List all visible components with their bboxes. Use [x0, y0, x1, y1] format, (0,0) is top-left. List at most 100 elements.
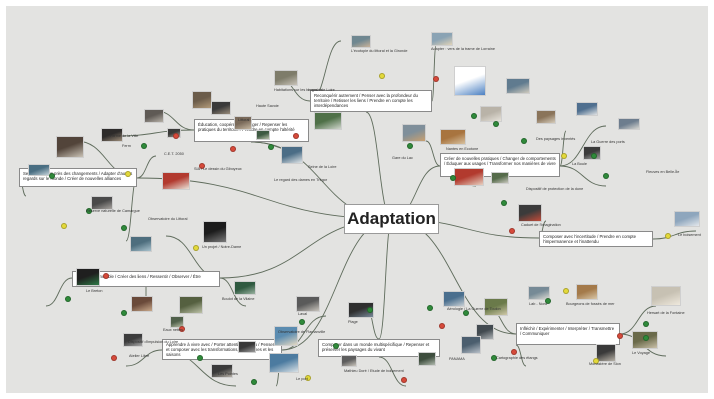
image-thumbnail[interactable]: [144, 109, 164, 123]
image-thumbnail[interactable]: [162, 172, 190, 190]
image-thumbnail[interactable]: [76, 268, 100, 286]
image-thumbnail[interactable]: [454, 168, 484, 186]
image-caption: Des paysages inventés: [536, 137, 576, 141]
status-dot: [333, 343, 339, 349]
image-caption: Plage: [348, 320, 358, 324]
image-thumbnail[interactable]: [348, 302, 374, 318]
image-caption: Lorraine: [308, 88, 322, 92]
image-thumbnail[interactable]: [274, 326, 298, 346]
image-caption: Monastère de Sion: [589, 362, 621, 366]
image-caption: Lab - Nord: [529, 302, 547, 306]
image-thumbnail[interactable]: [131, 296, 153, 312]
image-thumbnail[interactable]: [596, 344, 616, 362]
image-caption: Réserve naturelle de Camargue: [86, 209, 140, 213]
status-dot: [603, 173, 609, 179]
image-thumbnail[interactable]: [576, 102, 598, 116]
status-dot: [197, 355, 203, 361]
status-dot: [545, 298, 551, 304]
image-thumbnail[interactable]: [211, 364, 233, 378]
image-thumbnail[interactable]: [440, 129, 466, 145]
image-caption: Dispositif de protection de la dune: [526, 187, 584, 191]
image-thumbnail[interactable]: [28, 164, 50, 176]
image-thumbnail[interactable]: [536, 110, 556, 124]
status-dot: [643, 335, 649, 341]
status-dot: [251, 379, 257, 385]
image-caption: Bourgeons de fossés de mer: [566, 302, 615, 306]
topic-node[interactable]: Apprendre à vivre avec / Porter attentio…: [162, 339, 282, 360]
image-thumbnail[interactable]: [431, 32, 453, 46]
image-thumbnail[interactable]: [454, 66, 486, 96]
image-thumbnail[interactable]: [296, 296, 320, 312]
status-dot: [305, 375, 311, 381]
image-thumbnail[interactable]: [518, 204, 542, 222]
image-thumbnail[interactable]: [314, 112, 342, 130]
image-thumbnail[interactable]: [674, 211, 700, 227]
status-dot: [521, 138, 527, 144]
connector-line: [431, 45, 437, 102]
status-dot: [401, 377, 407, 383]
image-thumbnail[interactable]: [256, 130, 270, 140]
image-caption: Habitations sur les berges / de Loire: [274, 88, 335, 92]
image-thumbnail[interactable]: [528, 286, 550, 300]
image-thumbnail[interactable]: [238, 341, 256, 353]
image-thumbnail[interactable]: [170, 316, 184, 328]
image-thumbnail[interactable]: [203, 221, 227, 243]
image-thumbnail[interactable]: [101, 128, 123, 142]
status-dot: [463, 310, 469, 316]
image-thumbnail[interactable]: [281, 146, 303, 164]
image-thumbnail[interactable]: [618, 118, 640, 130]
status-dot: [491, 355, 497, 361]
topic-node[interactable]: Composer avec l'incertitude / Prendre en…: [539, 231, 653, 247]
image-thumbnail[interactable]: [123, 333, 143, 347]
image-thumbnail[interactable]: [91, 196, 113, 210]
status-dot: [61, 223, 67, 229]
image-caption: Atelier Libre: [129, 354, 150, 358]
image-thumbnail[interactable]: [130, 236, 152, 252]
connector-line: [515, 344, 527, 367]
image-thumbnail[interactable]: [506, 78, 530, 94]
image-caption: Nantes en Ecotone: [446, 147, 479, 151]
status-dot: [199, 163, 205, 169]
status-dot: [125, 171, 131, 177]
status-dot: [561, 153, 567, 159]
image-thumbnail[interactable]: [351, 35, 371, 48]
topic-node[interactable]: Reconquérir autrement / Penser avec la p…: [310, 90, 432, 112]
image-thumbnail[interactable]: [56, 136, 84, 158]
image-thumbnail[interactable]: [274, 70, 298, 86]
connector-line: [559, 165, 607, 187]
connector-line: [125, 349, 163, 367]
image-thumbnail[interactable]: [192, 91, 212, 109]
image-caption: Le Voyage: [632, 351, 650, 355]
image-caption: Observatoire du Littoral: [148, 217, 188, 221]
image-thumbnail[interactable]: [179, 296, 203, 314]
image-caption: La Guerre des ports: [591, 140, 625, 144]
image-thumbnail[interactable]: [211, 101, 231, 115]
connector-line: [559, 130, 567, 167]
image-thumbnail[interactable]: [480, 106, 502, 122]
image-thumbnail[interactable]: [651, 286, 681, 306]
image-thumbnail[interactable]: [341, 355, 357, 367]
status-dot: [111, 355, 117, 361]
topic-node[interactable]: Infléchir / Expérimenter / Interpréter /…: [516, 323, 620, 345]
image-thumbnail[interactable]: [484, 298, 508, 316]
status-dot: [563, 288, 569, 294]
status-dot: [49, 173, 55, 179]
image-thumbnail[interactable]: [576, 284, 598, 300]
status-dot: [439, 323, 445, 329]
image-caption: Hersart de la Fontaine: [647, 311, 685, 315]
image-caption: Cartographie des étangs: [496, 356, 538, 360]
image-thumbnail[interactable]: [491, 172, 509, 184]
image-thumbnail[interactable]: [234, 116, 252, 130]
central-topic-node[interactable]: Adaptation: [344, 204, 439, 234]
image-thumbnail[interactable]: [269, 353, 299, 373]
image-thumbnail[interactable]: [402, 124, 426, 142]
image-caption: C.E.T. 2050: [164, 152, 184, 156]
image-thumbnail[interactable]: [234, 281, 256, 295]
image-caption: Le regard des dames en Trégor: [274, 178, 328, 182]
topic-node[interactable]: Composer dans un monde multispécifique /…: [318, 339, 440, 357]
image-caption: Le Breton: [86, 289, 103, 293]
image-thumbnail[interactable]: [418, 352, 436, 366]
image-thumbnail[interactable]: [443, 291, 465, 307]
image-caption: Ferm: [122, 144, 131, 148]
image-thumbnail[interactable]: [461, 336, 481, 354]
